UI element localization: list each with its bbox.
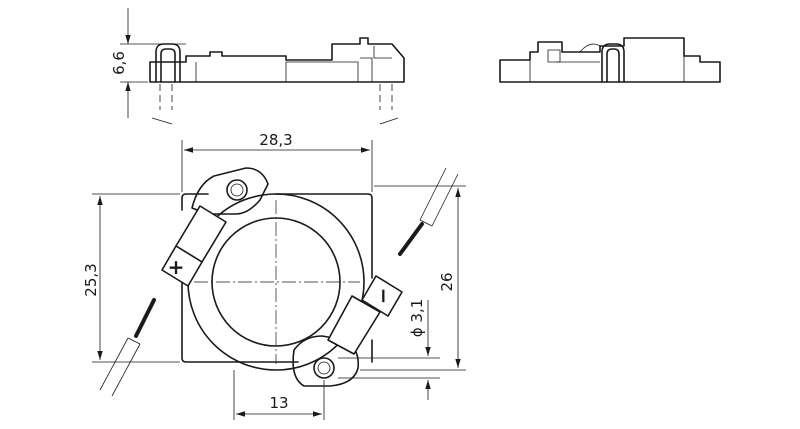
wire-plus [99, 298, 156, 397]
mount-hole-bottom [313, 357, 335, 379]
side-view-left: 6,6 [110, 8, 405, 125]
side-view-right [499, 37, 721, 83]
wire-minus [398, 167, 459, 256]
top-view: + − [99, 167, 459, 397]
dim-width-label: 28,3 [259, 131, 292, 149]
terminal-minus: − [327, 275, 403, 355]
optic-lens [211, 217, 341, 347]
plus-label: + [168, 255, 185, 279]
terminal-plus: + [161, 205, 227, 287]
dim-left-height-label: 25,3 [82, 263, 100, 296]
dim-hole-label: ϕ 3,1 [408, 299, 426, 338]
dim-right-height-label: 26 [438, 272, 456, 291]
dimensions: 28,3 25,3 26 ϕ 3,1 13 [82, 131, 466, 420]
dim-height-label: 6,6 [110, 51, 128, 75]
mount-hole-top [226, 179, 248, 201]
dim-offset-label: 13 [269, 394, 288, 412]
minus-label: − [372, 288, 396, 305]
